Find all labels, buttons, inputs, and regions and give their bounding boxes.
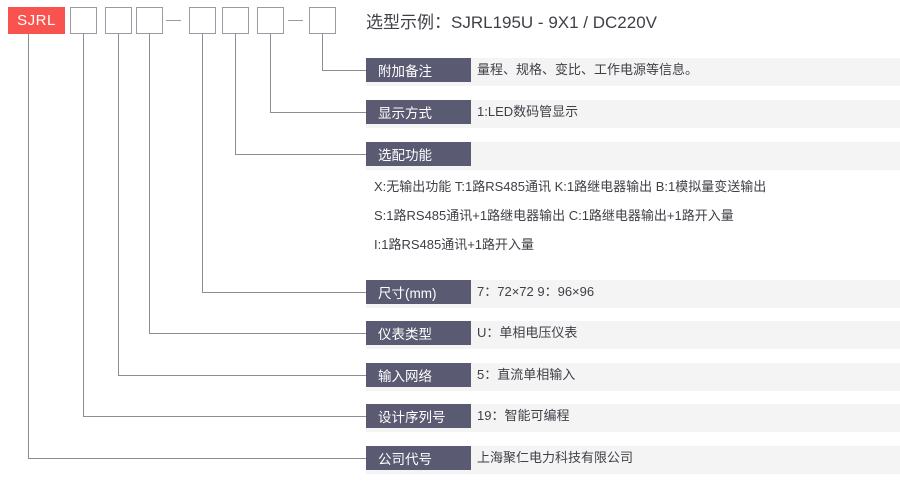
- connector-vertical-6: [270, 34, 271, 112]
- connector-vertical-1: [83, 34, 84, 416]
- row-desc-dimensions: 7：72×72 9：96×96: [477, 284, 595, 299]
- connector-vertical-7: [322, 34, 323, 70]
- row-desc-input-network: 5：直流单相输入: [477, 367, 576, 382]
- option-line-2: S:1路RS485通讯+1路继电器输出 C:1路继电器输出+1路开入量: [374, 208, 734, 223]
- connector-vertical-4: [202, 34, 203, 292]
- connector-vertical-5: [235, 34, 236, 154]
- row-desc-design-serial: 19：智能可编程: [477, 408, 570, 423]
- connector-horizontal-2: [118, 375, 366, 376]
- connector-horizontal-7: [322, 70, 366, 71]
- row-desc-additional-notes: 量程、规格、变比、工作电源等信息。: [477, 62, 699, 77]
- row-label-display-mode: 显示方式: [366, 100, 471, 124]
- row-desc-company-code: 上海聚仁电力科技有限公司: [477, 450, 634, 465]
- row-label-dimensions: 尺寸(mm): [366, 280, 471, 304]
- code-separator-2: [288, 20, 303, 21]
- row-label-input-network: 输入网络: [366, 363, 471, 387]
- code-box-5[interactable]: [222, 7, 249, 34]
- connector-horizontal-5: [235, 154, 366, 155]
- option-line-3: I:1路RS485通讯+1路开入量: [374, 237, 535, 252]
- row-desc-display-mode: 1:LED数码管显示: [477, 104, 579, 119]
- row-label-meter-type: 仪表类型: [366, 321, 471, 345]
- code-box-1[interactable]: [70, 7, 97, 34]
- row-label-optional-functions: 选配功能: [366, 142, 471, 166]
- connector-horizontal-1: [83, 416, 366, 417]
- code-box-7[interactable]: [309, 7, 336, 34]
- code-box-4[interactable]: [189, 7, 216, 34]
- row-label-company-code: 公司代号: [366, 446, 471, 470]
- connector-vertical-3: [149, 34, 150, 333]
- code-box-6[interactable]: [257, 7, 284, 34]
- row-label-additional-notes: 附加备注: [366, 58, 471, 82]
- code-box-2[interactable]: [105, 7, 132, 34]
- connector-vertical-2: [118, 34, 119, 375]
- connector-horizontal-3: [149, 333, 366, 334]
- row-label-design-serial: 设计序列号: [366, 404, 471, 428]
- page-title: 选型示例：SJRL195U - 9X1 / DC220V: [366, 13, 657, 32]
- connector-vertical-brand: [28, 34, 29, 458]
- option-line-1: X:无输出功能 T:1路RS485通讯 K:1路继电器输出 B:1模拟量变送输出: [374, 179, 767, 194]
- code-separator-1: [166, 20, 181, 21]
- connector-horizontal-6: [270, 112, 366, 113]
- code-box-3[interactable]: [136, 7, 163, 34]
- row-desc-meter-type: U：单相电压仪表: [477, 325, 578, 340]
- connector-horizontal-brand: [28, 458, 366, 459]
- connector-horizontal-4: [202, 292, 366, 293]
- brand-code-badge: SJRL: [8, 7, 65, 34]
